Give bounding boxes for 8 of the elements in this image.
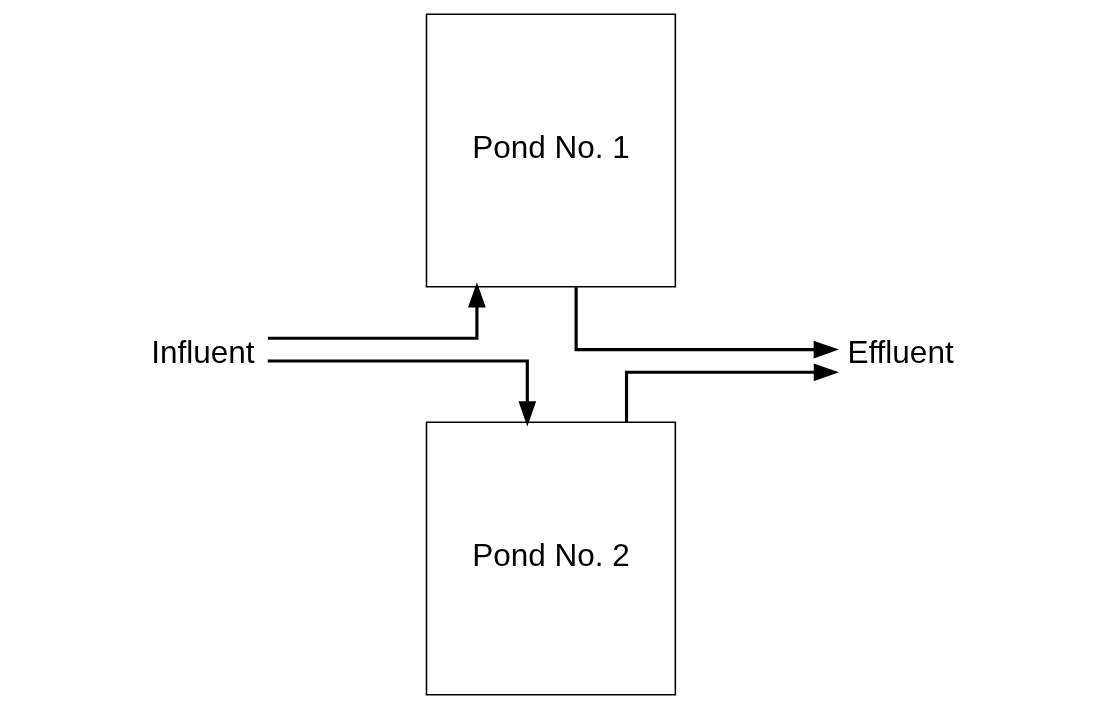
node-box: Pond No. 2 bbox=[425, 421, 676, 696]
node-text: Influent bbox=[150, 334, 255, 371]
arrow bbox=[574, 287, 839, 359]
arrow bbox=[267, 282, 486, 340]
arrow bbox=[624, 363, 839, 423]
node-text: Effluent bbox=[846, 334, 954, 371]
arrow bbox=[267, 359, 536, 427]
node-box: Pond No. 1 bbox=[425, 13, 676, 288]
